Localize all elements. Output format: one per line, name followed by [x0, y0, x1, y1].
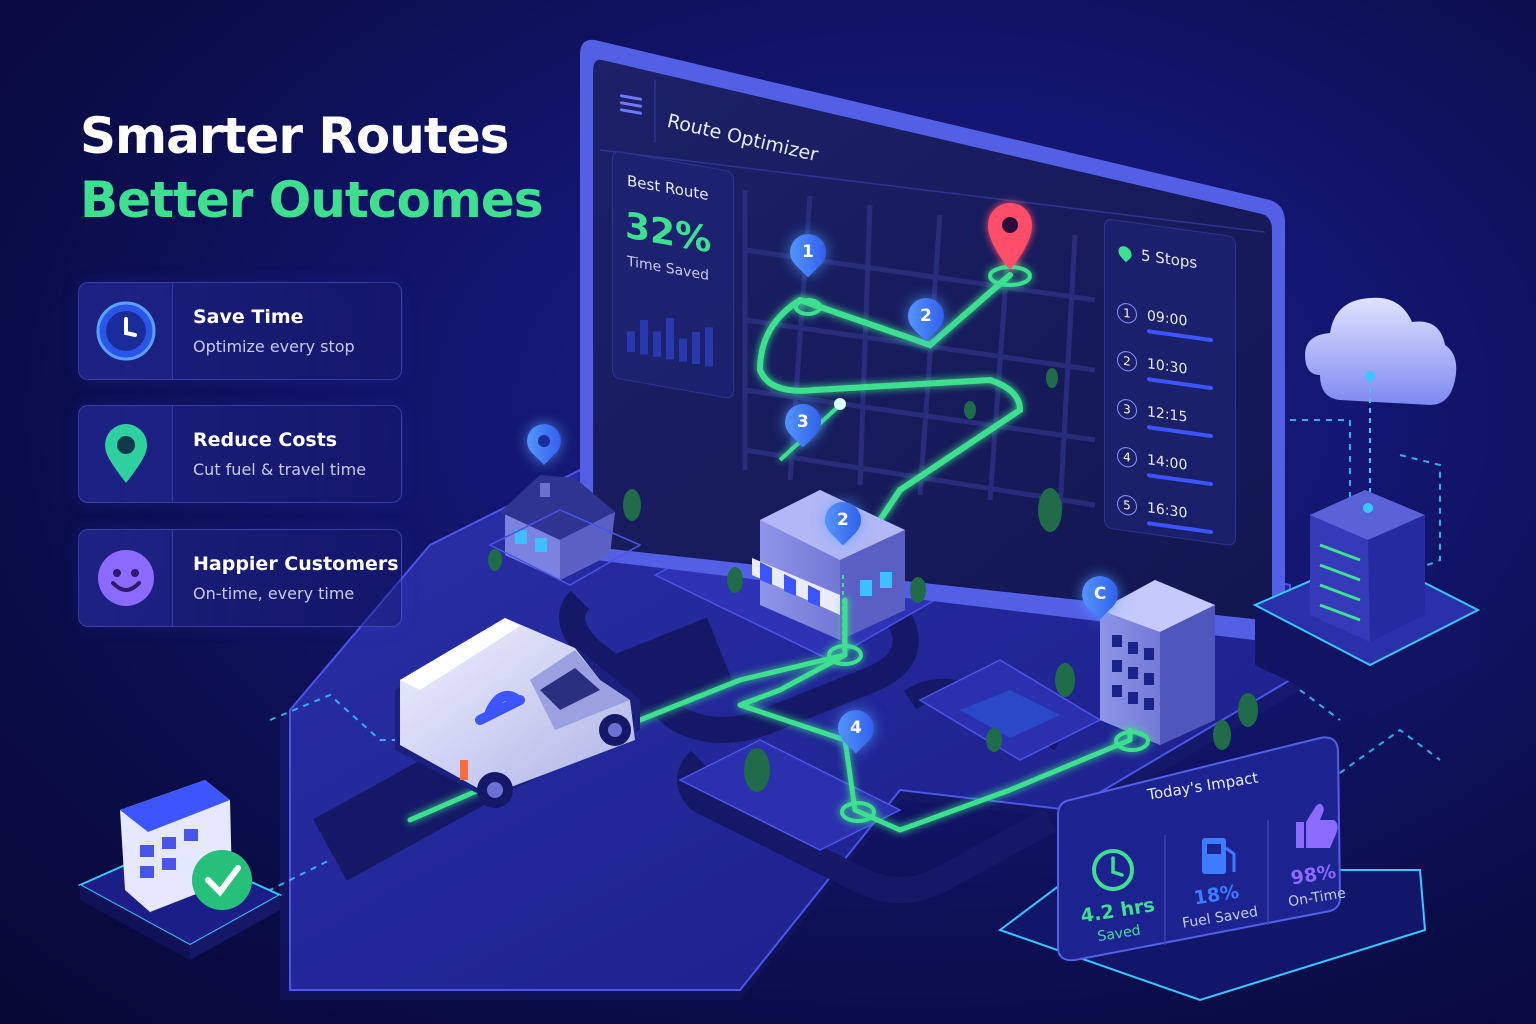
impact-panel: [997, 736, 1427, 1002]
house-pin-dot: [535, 432, 553, 450]
impact-clock-icon: [1092, 849, 1134, 891]
trees: [488, 368, 1258, 792]
feature-subtitle: Cut fuel & travel time: [193, 460, 367, 479]
screen-route-line: [756, 272, 1024, 523]
pin-label: C: [1093, 584, 1107, 605]
cloud-icon: [1305, 297, 1457, 500]
stop-row[interactable]: 4 14:00: [1117, 435, 1227, 492]
office-building-icon: [1100, 580, 1215, 745]
stop-progress-bar: [1147, 425, 1213, 439]
stop-time: 16:30: [1147, 500, 1188, 522]
feature-card-happier-customers[interactable]: Happier Customers On-time, every time: [78, 529, 402, 627]
stop-number: 3: [1117, 397, 1137, 421]
map-pin-icon: [104, 424, 147, 483]
stop-row[interactable]: 1 09:00: [1117, 291, 1227, 348]
feature-title: Save Time: [193, 306, 304, 328]
city-map-pin-icon[interactable]: 2: [817, 494, 869, 546]
best-route-label: Best Route: [627, 171, 709, 205]
menu-icon[interactable]: [620, 94, 642, 116]
screen-map-pin-icon[interactable]: 2: [900, 290, 952, 342]
stop-time: 12:15: [1147, 404, 1188, 426]
pin-label: 2: [920, 306, 932, 326]
stop-progress-bar: [1147, 377, 1213, 391]
stop-number: 2: [1117, 349, 1137, 373]
stop-row[interactable]: 3 12:15: [1117, 387, 1227, 444]
pin-label: 3: [797, 412, 809, 432]
server-icon: [1252, 490, 1481, 720]
headline-line2: Better Outcomes: [80, 171, 544, 229]
calendar-check-icon: [77, 780, 283, 960]
best-route-value: 32%: [625, 205, 712, 262]
stop-time: 09:00: [1147, 308, 1188, 330]
thumbs-up-icon: [1296, 803, 1338, 848]
map-pin-icon: [1115, 243, 1135, 263]
stops-count: 5 Stops: [1141, 246, 1198, 273]
destination-pin-icon: [988, 203, 1032, 287]
fuel-pump-icon: [1202, 838, 1236, 874]
stop-number: 1: [1117, 301, 1137, 325]
stop-row[interactable]: 2 10:30: [1117, 339, 1227, 396]
route-node-markers: [794, 298, 1150, 823]
stop-number: 5: [1117, 493, 1137, 517]
feature-subtitle: Optimize every stop: [193, 337, 355, 356]
headline-line1: Smarter Routes: [80, 107, 509, 165]
feature-title: Happier Customers: [193, 553, 399, 575]
feature-subtitle: On-time, every time: [193, 584, 355, 603]
feature-title: Reduce Costs: [193, 429, 338, 451]
feature-card-save-time[interactable]: Save Time Optimize every stop: [78, 282, 402, 380]
stop-time: 14:00: [1147, 452, 1188, 474]
screen-map-pin-icon[interactable]: 3: [777, 396, 829, 448]
screen-map-pin-icon[interactable]: 1: [782, 226, 834, 278]
stops-panel: 5 Stops 1 09:00 2 10:30 3 12:15 4 14:00 5 16:30: [1104, 218, 1236, 547]
stop-row[interactable]: 5 16:30: [1117, 483, 1227, 540]
stop-number: 4: [1117, 445, 1137, 469]
stops-list: 1 09:00 2 10:30 3 12:15 4 14:00 5 16:30: [1117, 291, 1227, 546]
stop-time: 10:30: [1147, 356, 1188, 378]
delivery-van-icon: [395, 618, 640, 808]
pin-label: 2: [837, 510, 849, 530]
headline: Smarter Routes Better Outcomes: [80, 104, 544, 232]
smiley-icon: [97, 550, 154, 606]
best-route-panel: Best Route 32% Time Saved: [612, 150, 734, 400]
city-map-pin-icon[interactable]: 4: [830, 702, 882, 754]
clock-icon: [96, 301, 155, 361]
house-pin-icon: [519, 416, 569, 466]
pin-label: 4: [850, 718, 862, 738]
stops-header: 5 Stops: [1115, 243, 1198, 273]
house-icon: [488, 475, 642, 586]
feature-card-reduce-costs[interactable]: Reduce Costs Cut fuel & travel time: [78, 405, 402, 503]
city-map-pin-icon[interactable]: C: [1074, 568, 1126, 620]
stop-progress-bar: [1147, 329, 1213, 343]
stop-progress-bar: [1147, 473, 1213, 487]
pin-label: 1: [802, 242, 814, 262]
stop-progress-bar: [1147, 521, 1213, 535]
